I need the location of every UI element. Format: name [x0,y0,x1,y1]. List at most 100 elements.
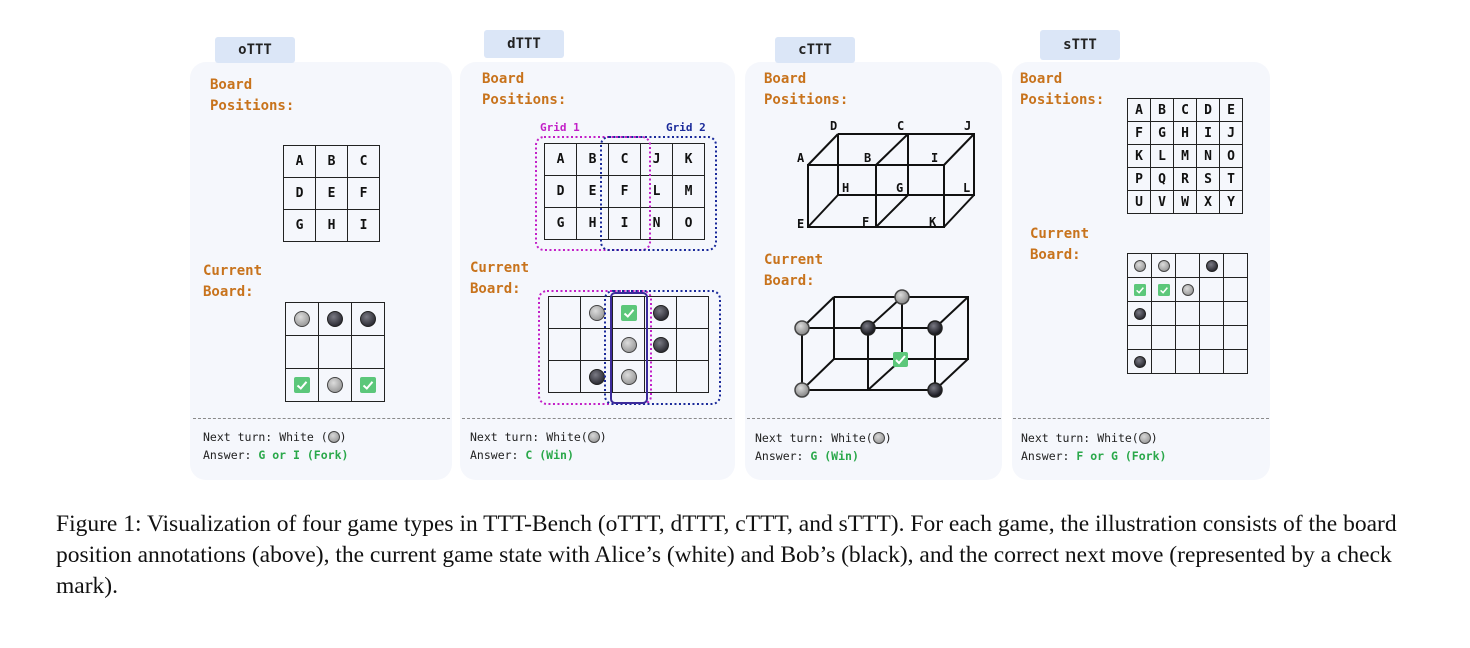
position-cell: M [672,175,705,208]
info-sttt: Next turn: White() Answer: F or G (Fork) [1021,431,1167,463]
check-mark-icon [1133,283,1146,296]
tab-sttt: sTTT [1040,30,1120,60]
check-mark-icon [360,377,376,393]
tab-ottt: oTTT [215,37,295,63]
board-cell [1175,277,1200,302]
board-positions-label-dttt: Board Positions: [482,71,567,108]
position-cell: E [1219,98,1243,122]
position-cell: B [315,145,348,178]
position-cell: S [1196,167,1220,191]
position-cell: B [1150,98,1174,122]
white-piece [620,368,637,385]
board-cell [644,296,677,329]
next-turn-value: White( [831,431,873,445]
position-cell: R [1173,167,1197,191]
white-piece [1133,259,1146,272]
position-cell: D [544,175,577,208]
answer-value: G (Win) [810,449,859,463]
board-cell [318,302,352,336]
white-piece-icon [1138,432,1151,444]
check-mark-icon [294,377,310,393]
separator-ottt [193,418,450,419]
position-cell: O [1219,144,1243,168]
check-mark-icon [620,304,637,321]
position-cell: N [1196,144,1220,168]
position-cell: C [347,145,380,178]
tab-dttt: dTTT [484,30,564,58]
board-cell [351,368,385,402]
position-cell: C [608,143,641,176]
white-piece-icon [587,431,600,443]
board-cell [1223,325,1248,350]
board-cell [1175,253,1200,278]
position-cell: G [283,209,316,242]
board-cell [1223,253,1248,278]
white-piece [1181,283,1194,296]
current-board-label-sttt: Current Board: [1030,226,1090,263]
position-cell: E [576,175,609,208]
board-cell [1151,325,1176,350]
current-board-ottt [285,302,385,402]
position-cell: A [544,143,577,176]
answer-label: Answer: [755,449,804,463]
figure-caption: Figure 1: Visualization of four game typ… [56,511,1397,599]
board-cell [612,328,645,361]
board-cell [1151,253,1176,278]
answer-label: Answer: [203,448,252,462]
separator-sttt [1013,418,1269,419]
position-cell: G [544,207,577,240]
board-cell [1223,277,1248,302]
black-piece [652,304,669,321]
board-cell [644,360,677,393]
board-cell [1127,301,1152,326]
separator-cttt [747,418,1001,419]
board-cell [351,302,385,336]
position-cell: I [608,207,641,240]
board-cell [1199,325,1224,350]
white-piece [620,336,637,353]
board-cell [548,360,581,393]
position-cell: V [1150,190,1174,214]
board-cell [1199,253,1224,278]
black-piece [327,311,343,327]
board-cell [612,296,645,329]
position-cell: K [672,143,705,176]
white-piece-icon [872,432,885,444]
board-cell [351,335,385,369]
board-cell [318,335,352,369]
position-cell: H [576,207,609,240]
panel-cttt [745,62,1002,480]
position-cell: I [1196,121,1220,145]
board-cell [676,328,709,361]
board-cell [1127,253,1152,278]
position-cell: F [347,177,380,210]
position-cell: H [315,209,348,242]
board-cell [318,368,352,402]
position-cell: Y [1219,190,1243,214]
board-cell [285,335,319,369]
tab-cttt: cTTT [775,37,855,63]
position-cell: C [1173,98,1197,122]
position-cell: J [1219,121,1243,145]
position-cell: B [576,143,609,176]
board-positions-label-ottt: Board Positions: [210,77,295,114]
board-cell [1151,349,1176,374]
position-cell: F [608,175,641,208]
answer-value: G or I (Fork) [258,448,349,462]
board-cell [1127,277,1152,302]
position-cell: K [1127,144,1151,168]
answer-value: F or G (Fork) [1076,449,1167,463]
board-cell [580,296,613,329]
board-cell [1223,301,1248,326]
white-piece [327,377,343,393]
board-cell [285,368,319,402]
black-piece [1133,307,1146,320]
position-cell: W [1173,190,1197,214]
info-cttt: Next turn: White() Answer: G (Win) [755,431,892,463]
panel-dttt [460,62,735,480]
position-cell: E [315,177,348,210]
position-cell: O [672,207,705,240]
